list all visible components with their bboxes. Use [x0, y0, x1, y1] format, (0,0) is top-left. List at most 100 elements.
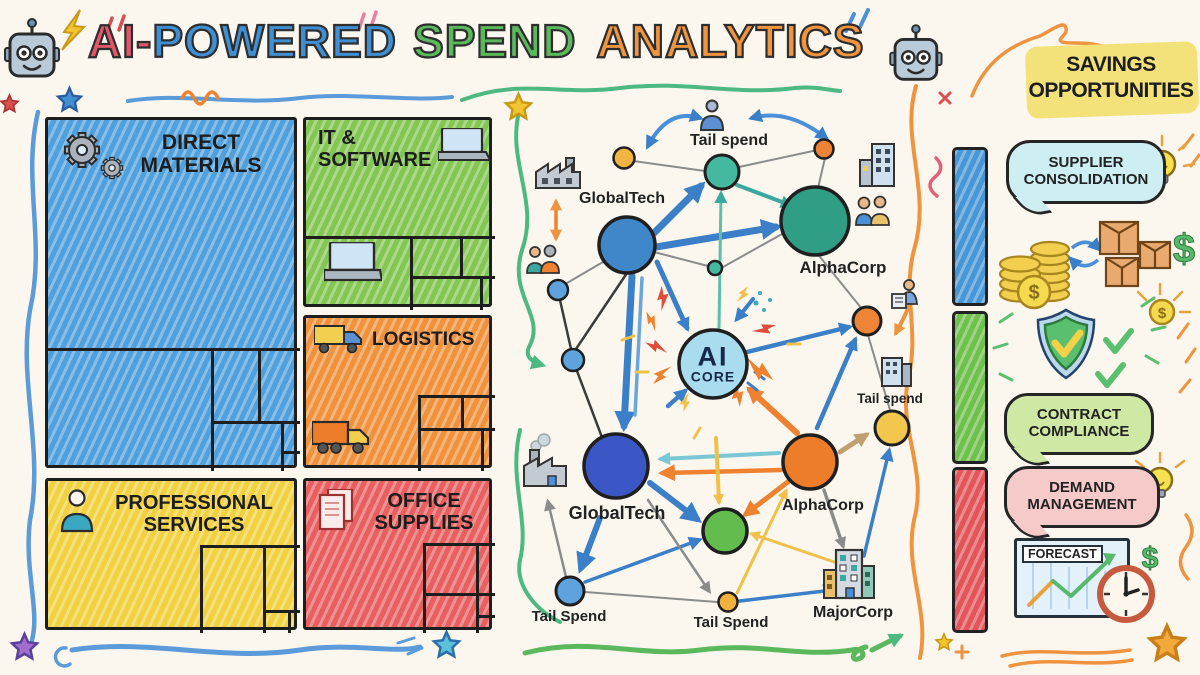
factory-smoke-icon [523, 433, 567, 487]
node-globaltech-top [597, 215, 657, 275]
network-label-majorcorp: MajorCorp [813, 604, 893, 621]
node-yellow-top [612, 146, 636, 170]
documents-icon [318, 489, 354, 531]
forecast-label: FORECAST [1022, 545, 1103, 563]
treemap-divider [281, 421, 284, 471]
treemap-divider [263, 545, 266, 633]
person-desk-icon [891, 279, 918, 309]
buildings-icon [859, 143, 895, 187]
treemap-block-it-software: IT & SOFTWARE [303, 117, 495, 310]
node-blue-left-1 [546, 278, 570, 302]
clock-icon [1097, 565, 1155, 623]
savings-bar-contract-compliance [952, 311, 988, 464]
treemap-divider [423, 543, 495, 546]
forecast-trend-chart [1027, 553, 1116, 609]
treemap-divider [263, 610, 300, 613]
treemap-divider [410, 236, 413, 310]
ai-core-label: AI CORE [690, 341, 736, 385]
network-label-alphacorp-bottom: AlphaCorp [782, 497, 864, 514]
treemap-divider [476, 615, 495, 618]
sidebar-title-line1: SAVINGS [1066, 53, 1156, 76]
bubble-supplier-consolidation: SUPPLIER CONSOLIDATION [1006, 140, 1166, 204]
treemap-block-direct-materials: DIRECT MATERIALS [45, 117, 300, 471]
treemap-block-professional-services: PROFESSIONAL SERVICES [45, 478, 300, 633]
ai-core-node [677, 328, 749, 400]
majorcorp-buildings-icon [823, 548, 875, 600]
building-icon [881, 357, 912, 387]
person-icon [60, 489, 94, 533]
node-tail-spend-bottom-left [554, 575, 586, 607]
node-orange-right [851, 305, 883, 337]
treemap-divider [258, 348, 261, 421]
node-orange-top [813, 138, 835, 160]
node-alphacorp-bottom [781, 433, 839, 491]
checkmark-icon [1095, 328, 1134, 388]
treemap-divider [418, 395, 495, 398]
network-label-tail-spend-top: Tail spend [690, 132, 768, 149]
dollar-icon: $ [1173, 227, 1195, 271]
factory-icon [535, 157, 581, 189]
bubble-demand-management-label: DEMAND MANAGEMENT [1027, 479, 1137, 513]
bubble-supplier-consolidation-label: SUPPLIER CONSOLIDATION [1023, 154, 1149, 188]
treemap-divider [476, 543, 479, 633]
robot-icon [889, 24, 943, 81]
treemap-divider [480, 276, 483, 310]
savings-bar-supplier-consolidation [952, 147, 988, 306]
ai-core-sparkles [620, 284, 802, 440]
title-word-powered: POWERED [151, 14, 398, 68]
dollar-icon: $ [1142, 542, 1159, 575]
treemap-divider [48, 348, 300, 351]
ai-core-line1: AI [697, 341, 729, 372]
network-label-tail-spend-bottom-center: Tail Spend [693, 614, 769, 631]
bubble-demand-management: DEMAND MANAGEMENT [1004, 466, 1160, 528]
network-label-alphacorp-top: AlphaCorp [799, 258, 887, 277]
treemap-block-office-supplies: OFFICE SUPPLIES [303, 478, 495, 633]
treemap-divider [418, 428, 495, 431]
swap-arrows-icon [1068, 237, 1102, 271]
treemap-divider [211, 348, 214, 471]
treemap-divider [460, 236, 463, 276]
treemap-label-direct-materials: DIRECT MATERIALS [140, 131, 262, 177]
treemap-divider [211, 421, 300, 424]
treemap-label-it-software: IT & SOFTWARE [318, 127, 432, 171]
robot-icon [4, 18, 60, 78]
treemap-divider [200, 545, 203, 633]
bubble-contract-compliance-label: CONTRACT COMPLIANCE [1028, 406, 1130, 440]
bubble-contract-compliance: CONTRACT COMPLIANCE [1004, 393, 1154, 455]
treemap-block-logistics: LOGISTICS [303, 315, 495, 471]
treemap-divider [418, 395, 421, 471]
node-tail-spend-top [703, 153, 741, 191]
treemap-divider [200, 545, 300, 548]
laptop-icon [438, 128, 490, 161]
network-label-globaltech-top: GlobalTech [579, 190, 665, 207]
dollar-coin-icon: $ [1148, 298, 1176, 326]
treemap-divider [423, 593, 495, 596]
dollar-icon: $ [1028, 282, 1039, 304]
treemap-divider [281, 451, 300, 454]
truck-icon [312, 420, 370, 454]
ai-core-line2: CORE [690, 368, 736, 385]
treemap-label-logistics: LOGISTICS [372, 329, 475, 350]
treemap-divider [481, 428, 484, 471]
boxes-icon [1098, 220, 1172, 288]
sidebar-title: SAVINGS OPPORTUNITIES [1022, 52, 1200, 105]
title-word-ai: AI- [87, 14, 153, 68]
shield-check-icon [1036, 308, 1096, 380]
people-pair-icon [526, 244, 560, 274]
network-label-globaltech-bottom: GlobalTech [568, 503, 666, 523]
dollar-icon: $ [1158, 305, 1167, 322]
sidebar-title-line2: OPPORTUNITIES [1028, 79, 1194, 103]
lightning-bolt-icon [61, 9, 87, 51]
people-pair-icon [855, 195, 890, 226]
node-teal-mid [706, 259, 724, 277]
treemap-label-professional-services: PROFESSIONAL SERVICES [115, 492, 273, 536]
coins-icon: $ [998, 240, 1071, 310]
node-alphacorp-top [779, 185, 851, 257]
truck-icon [314, 325, 362, 354]
treemap-divider [423, 543, 426, 633]
treemap-divider [306, 236, 495, 239]
node-blue-left-2 [560, 347, 586, 373]
